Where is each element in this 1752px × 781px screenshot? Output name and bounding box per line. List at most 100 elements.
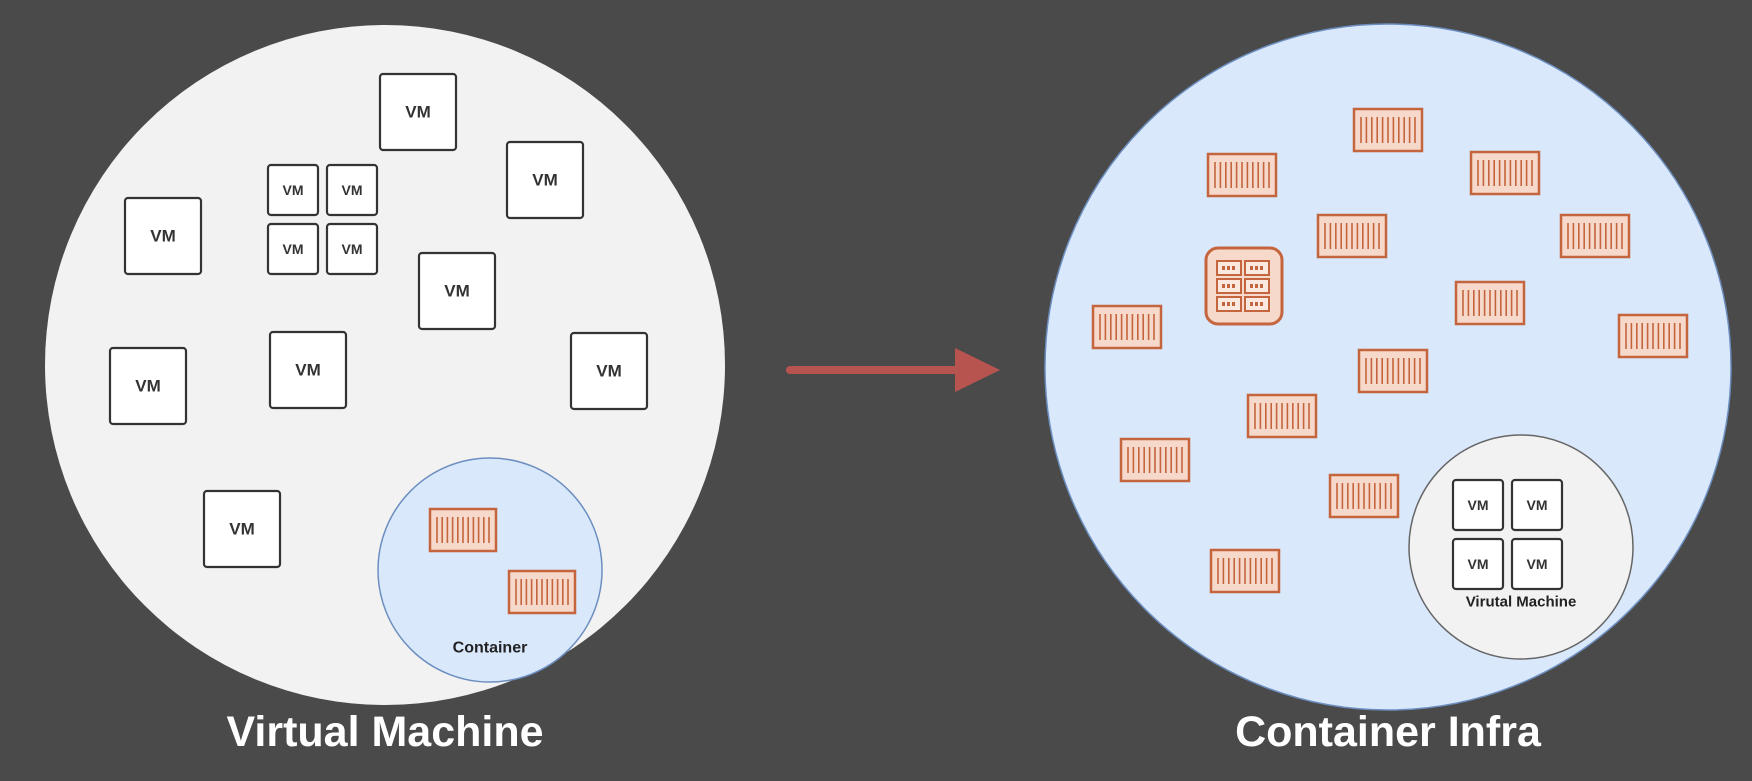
container-icon-2 [1206,152,1278,198]
nested-vm-box-4: VM [1510,537,1564,591]
virtual-machine-title: Virtual Machine [226,708,544,756]
container-host-icon-slot-dot [1260,266,1263,270]
container-host-icon-slot-dot [1260,284,1263,288]
vm-box-6-box [108,346,188,426]
nested-container-icon-2 [507,569,577,615]
container-icon-13 [1209,548,1281,594]
container-icon-6-ribs [1099,314,1155,340]
container-host-icon-slot-dot [1222,302,1225,306]
container-infra-title: Container Infra [1235,708,1541,756]
nested-vm-box-2-box [1510,478,1564,532]
vm-box-5-box [268,330,348,410]
container-icon-1-ribs [1360,117,1416,143]
container-host-icon-slot-dot [1222,266,1225,270]
container-icon-9-ribs [1365,358,1421,384]
vm-box-5: VM [268,330,348,410]
container-icon-12-ribs [1336,483,1392,509]
nested-vm-box-1-label: VM [1468,497,1489,513]
container-icon-9 [1357,348,1429,394]
vm-box-8: VM [202,489,282,569]
container-icon-5-ribs [1567,223,1623,249]
container-icon-12-body [1328,473,1400,519]
container-icon-3 [1469,150,1541,196]
vm-box-3-box [123,196,203,276]
container-host-icon-slot-dot [1227,284,1230,288]
nested-vm-box-4-box [1510,537,1564,591]
container-host-icon-slot-dot [1227,266,1230,270]
nested-container-icon-2-ribs [515,579,569,605]
container-host-icon-slot-dot [1232,266,1235,270]
container-icon-8 [1617,313,1689,359]
container-icon-4 [1316,213,1388,259]
vm-box-1: VM [378,72,458,152]
nested-vm-box-3-box [1451,537,1505,591]
vm-box-6-label: VM [135,377,161,396]
vm-cluster-box-3-label: VM [283,241,304,257]
container-host-icon-slot-dot [1250,302,1253,306]
vm-box-3-label: VM [150,227,176,246]
vm-box-7: VM [569,331,649,411]
container-icon-6 [1091,304,1163,350]
vm-box-4-label: VM [444,282,470,301]
arrow-head [955,348,1000,392]
container-icon-7-ribs [1462,290,1518,316]
vm-box-8-label: VM [229,520,255,539]
vm-box-2-label: VM [532,171,558,190]
vm-cluster-box-4-box [325,222,379,276]
container-icon-10-ribs [1254,403,1310,429]
nested-vm-box-3: VM [1451,537,1505,591]
vm-cluster-box-3: VM [266,222,320,276]
container-icon-1 [1352,107,1424,153]
container-icon-7 [1454,280,1526,326]
container-host-icon-slot-dot [1255,266,1258,270]
container-host-icon-slot-dot [1255,284,1258,288]
vm-box-4-box [417,251,497,331]
container-icon-13-ribs [1217,558,1273,584]
container-host-icon-slot-dot [1227,302,1230,306]
nested-vm-box-3-label: VM [1468,556,1489,572]
container-icon-3-ribs [1477,160,1533,186]
container-host-icon-slot-dot [1250,266,1253,270]
nested-vm-box-2: VM [1510,478,1564,532]
container-icon-5-body [1559,213,1631,259]
container-host-icon-slot-dot [1255,302,1258,306]
vm-cluster-box-4: VM [325,222,379,276]
vm-cluster-box-1-label: VM [283,182,304,198]
container-icon-11 [1119,437,1191,483]
container-icon-8-ribs [1625,323,1681,349]
vm-cluster-box-1-box [266,163,320,217]
vm-box-1-box [378,72,458,152]
container-host-icon-slot-dot [1222,284,1225,288]
container-icon-4-ribs [1324,223,1380,249]
transition-arrow [786,348,1000,392]
nested-container-icon-1-ribs [436,517,490,543]
vm-box-1-label: VM [405,103,431,122]
container-host-icon-slot-dot [1260,302,1263,306]
container-icon-10 [1246,393,1318,439]
vm-cluster-box-2: VM [325,163,379,217]
container-icon-12 [1328,473,1400,519]
vm-box-5-label: VM [295,361,321,380]
vm-box-7-label: VM [596,362,622,381]
vm-box-8-box [202,489,282,569]
vm-box-2-box [505,140,585,220]
vm-box-2: VM [505,140,585,220]
nested-vm-box-1: VM [1451,478,1505,532]
vm-cluster-box-2-box [325,163,379,217]
container-host-icon-slot-dot [1232,284,1235,288]
vm-box-7-box [569,331,649,411]
vm-box-6: VM [108,346,188,426]
vm-cluster-box-4-label: VM [342,241,363,257]
container-host-icon [1204,246,1284,326]
container-icon-2-ribs [1214,162,1270,188]
nested-vm-box-1-box [1451,478,1505,532]
container-icon-5 [1559,213,1631,259]
container-icon-11-ribs [1127,447,1183,473]
container-host-icon-slot-dot [1232,302,1235,306]
nested-vm-box-4-label: VM [1527,556,1548,572]
vm-box-4: VM [417,251,497,331]
